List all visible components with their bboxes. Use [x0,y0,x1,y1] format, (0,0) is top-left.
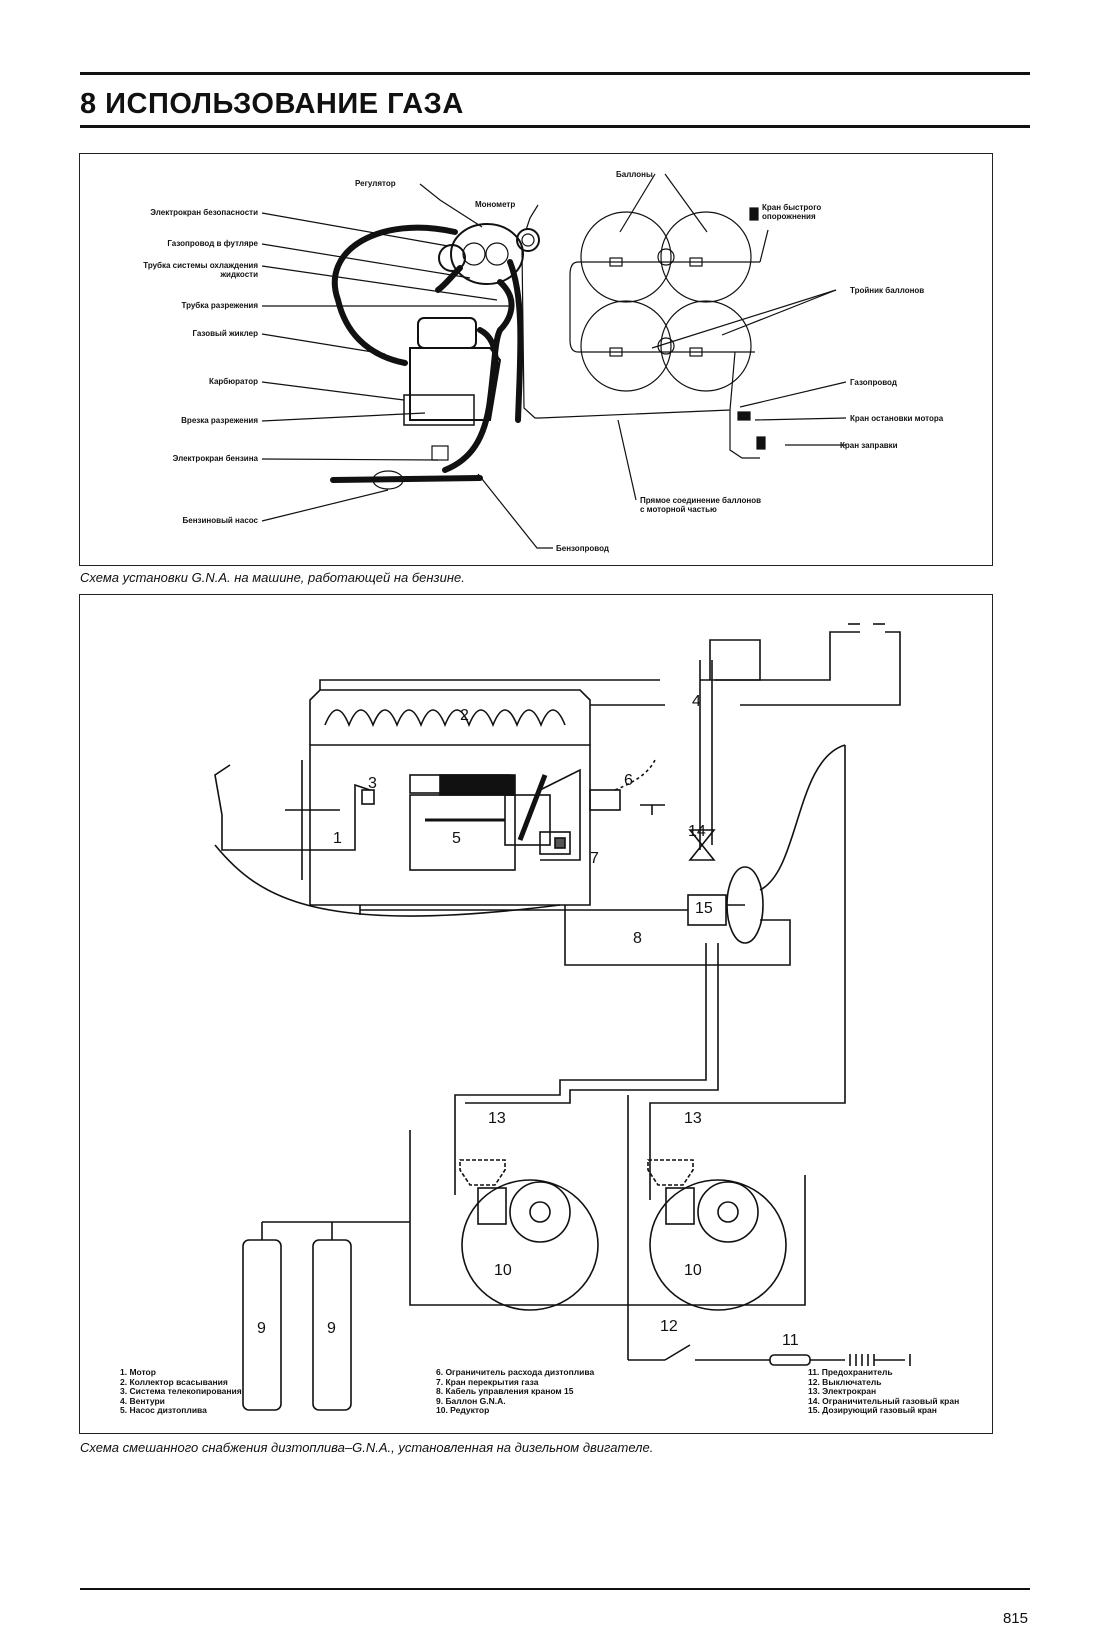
legend-item: 11. Предохранитель [808,1367,893,1377]
header-rule-bottom [80,125,1030,128]
label-quick-drain: Кран быстрого опорожнения [762,203,822,221]
figure1-frame [79,153,993,566]
label-num-11: 11 [782,1332,799,1349]
label-num-6: 6 [624,772,633,789]
label-num-10a: 10 [494,1262,512,1279]
label-num-13a: 13 [488,1110,506,1127]
label-petrol-valve: Электрокран бензина [172,454,258,463]
legend-item: 4. Вентури [120,1395,165,1406]
label-num-9a: 9 [257,1320,266,1337]
label-fill-valve: Кран заправки [840,441,898,450]
label-num-13b: 13 [684,1110,702,1127]
legend-col-2: 6. Ограничитель расхода дизтоплива 7. Кр… [436,1367,595,1416]
label-num-2: 2 [460,707,469,724]
legend-item: 7. Кран перекрытия газа [436,1376,539,1387]
label-num-7: 7 [590,850,599,867]
legend-col-3: 11. Предохранитель 12. Выключатель 13. Э… [808,1367,960,1416]
legend-item: 6. Ограничитель расхода дизтоплива [436,1367,595,1377]
figure2-caption: Схема смешанного снабжения дизтоплива–G.… [80,1440,654,1455]
label-cylinders: Баллоны [616,170,653,179]
legend-item: 13. Электрокран [808,1386,877,1396]
label-num-8: 8 [633,930,642,947]
label-safety-valve: Электрокран безопасности [150,208,258,217]
page-number: 815 [1002,1610,1028,1627]
label-carburettor: Карбюратор [208,377,258,386]
figure2-frame [79,594,993,1434]
label-num-5: 5 [452,830,461,847]
label-regulator: Регулятор [355,179,396,188]
legend-item: 15. Дозирующий газовый кран [808,1405,937,1415]
label-vacuum-tap: Врезка разрежения [181,416,258,425]
label-tee: Тройник баллонов [850,286,925,295]
label-vacuum-tube: Трубка разрежения [181,301,258,310]
label-coolant-tube: Трубка системы охлаждения жидкости [143,261,258,279]
label-engine-stop: Кран остановки мотора [850,414,944,423]
legend-item: 9. Баллон G.N.A. [436,1395,506,1406]
footer-rule [80,1588,1030,1590]
label-num-4: 4 [692,693,701,710]
label-num-9b: 9 [327,1320,336,1337]
label-gas-line: Газопровод [850,378,897,387]
label-num-15: 15 [695,900,713,917]
legend-col-1: 1. Мотор 2. Коллектор всасывания 3. Сист… [120,1367,242,1416]
legend-item: 3. Система телекопирования [120,1386,242,1396]
figure1-caption: Схема установки G.N.A. на машине, работа… [80,570,465,585]
label-num-3: 3 [368,775,377,792]
label-num-1: 1 [333,830,342,847]
legend-item: 5. Насос дизтоплива [120,1405,207,1415]
legend-item: 10. Редуктор [436,1405,490,1415]
legend-item: 14. Ограничительный газовый кран [808,1395,960,1406]
label-num-14: 14 [688,823,706,840]
chapter-title: 8 ИСПОЛЬЗОВАНИЕ ГАЗА [80,88,464,120]
label-fuel-line: Бензопровод [556,544,609,553]
legend-item: 12. Выключатель [808,1376,882,1387]
label-gas-pipe-sleeve: Газопровод в футляре [167,239,258,248]
label-gas-jet: Газовый жиклер [192,329,258,338]
header-rule-top [80,72,1030,75]
label-direct-link: Прямое соединение баллонов с моторной ча… [640,496,762,514]
label-manometer: Монометр [475,200,516,209]
label-num-12: 12 [660,1318,678,1335]
label-num-10b: 10 [684,1262,702,1279]
legend-item: 8. Кабель управления краном 15 [436,1386,574,1396]
legend-item: 1. Мотор [120,1367,156,1377]
legend-item: 2. Коллектор всасывания [120,1376,228,1387]
label-fuel-pump: Бензиновый насос [182,516,259,525]
